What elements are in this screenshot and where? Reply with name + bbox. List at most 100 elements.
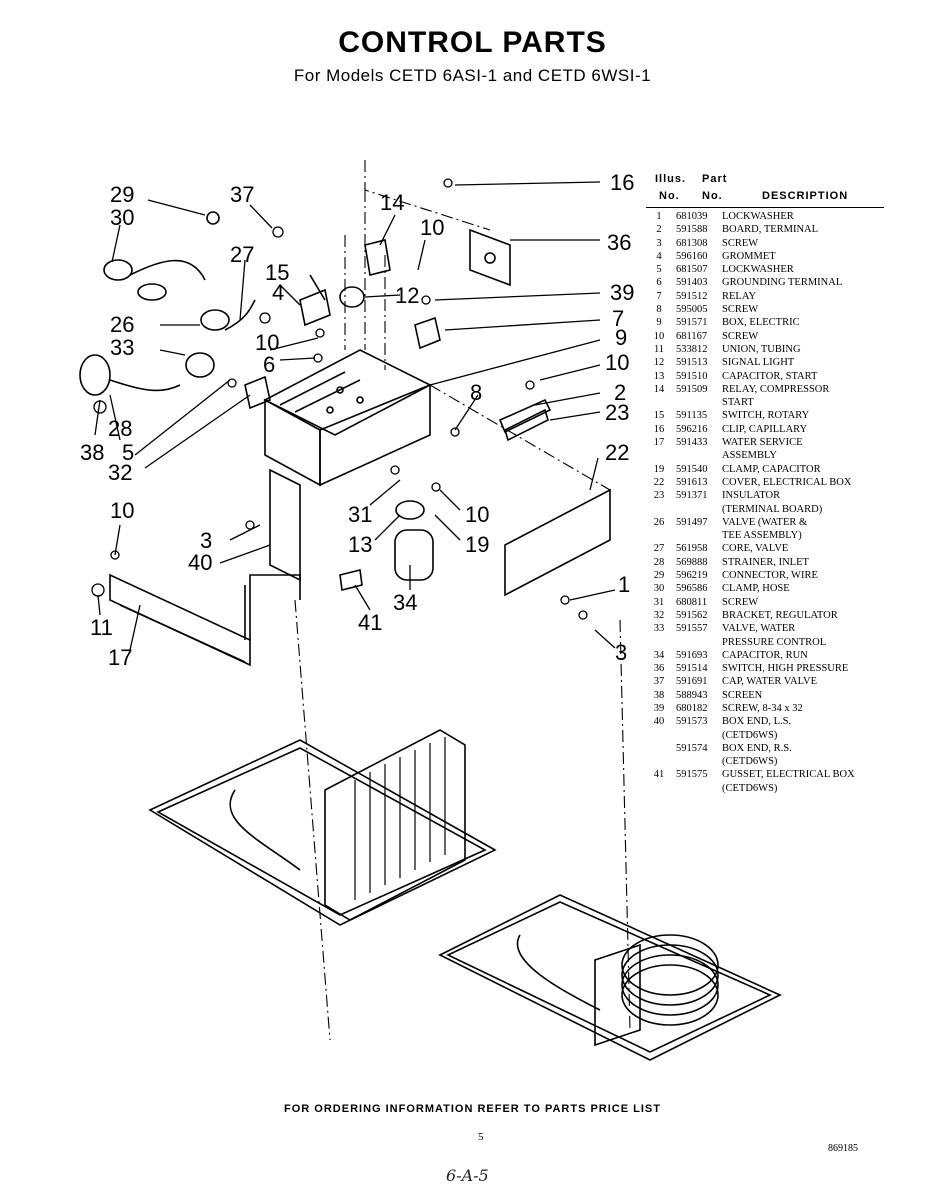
callout-4: 4 xyxy=(272,280,284,305)
part-description: CLAMP, CAPACITOR xyxy=(722,463,821,475)
part-illus-no: 10 xyxy=(653,330,665,342)
handwritten-note: 6-A-5 xyxy=(446,1166,489,1185)
part-number: 591135 xyxy=(676,410,708,422)
part-illus-no: 8 xyxy=(656,304,662,316)
callout-19: 19 xyxy=(465,532,489,557)
callout-6: 6 xyxy=(263,352,275,377)
part-description: CLIP, CAPILLARY xyxy=(722,423,808,435)
callout-40: 40 xyxy=(188,550,212,575)
parts-header-no: No. xyxy=(659,190,680,202)
part-description: CLAMP, HOSE xyxy=(722,583,790,595)
callout-10c: 10 xyxy=(605,350,629,375)
part-illus-no: 11 xyxy=(653,343,665,355)
callout-3b: 3 xyxy=(615,640,627,665)
part-illus-no: 30 xyxy=(653,583,665,595)
callout-11: 11 xyxy=(90,615,113,640)
page-subtitle: For Models CETD 6ASI-1 and CETD 6WSI-1 xyxy=(293,66,652,85)
part-illus-no: 40 xyxy=(653,716,665,728)
parts-header-description: DESCRIPTION xyxy=(762,190,849,202)
part-illus-no: 36 xyxy=(653,663,665,675)
part-number: 591557 xyxy=(676,623,708,635)
part-illus-no: 32 xyxy=(653,609,665,621)
part-description: WATER SERVICE xyxy=(722,437,803,449)
part-illus-no xyxy=(642,782,676,795)
callout-32: 32 xyxy=(108,460,132,485)
callout-13: 13 xyxy=(348,532,372,557)
part-description: SCREW xyxy=(722,237,759,249)
part-description: (CETD6WS) xyxy=(722,782,778,794)
part-illus-no xyxy=(642,755,676,768)
part-description: PRESSURE CONTROL xyxy=(722,636,827,648)
parts-row: ASSEMBLY xyxy=(642,449,882,462)
part-description: INSULATOR xyxy=(722,490,781,502)
page-number: 5 xyxy=(478,1131,484,1143)
part-description: STRAINER, INLET xyxy=(722,556,809,568)
callout-23: 23 xyxy=(605,400,629,425)
callout-10a: 10 xyxy=(420,215,444,240)
part-description: SWITCH, HIGH PRESSURE xyxy=(722,663,849,675)
part-number xyxy=(676,636,722,649)
part-illus-no: 29 xyxy=(653,570,665,582)
part-number: 591509 xyxy=(676,383,708,395)
part-illus-no: 16 xyxy=(653,423,665,435)
part-illus-no: 2 xyxy=(656,224,662,236)
callout-39: 39 xyxy=(610,280,634,305)
base-pan-drawing xyxy=(148,729,497,926)
part-description: SCREW xyxy=(722,304,759,316)
part-number xyxy=(676,729,722,742)
part-description: ASSEMBLY xyxy=(722,450,777,462)
part-illus-no: 33 xyxy=(653,623,665,635)
callout-38: 38 xyxy=(80,440,104,465)
part-description: (CETD6WS) xyxy=(722,756,778,768)
page-title: CONTROL PARTS xyxy=(338,26,607,59)
callout-8: 8 xyxy=(470,380,482,405)
part-description: BOX END, L.S. xyxy=(722,716,792,728)
part-description: CONNECTOR, WIRE xyxy=(722,570,818,582)
callout-30: 30 xyxy=(110,205,134,230)
part-number xyxy=(676,503,722,516)
part-illus-no: 6 xyxy=(656,277,662,289)
part-illus-no: 14 xyxy=(653,383,665,395)
part-description: CORE, VALVE xyxy=(722,543,789,555)
part-number: 591403 xyxy=(676,277,708,289)
part-description: GUSSET, ELECTRICAL BOX xyxy=(722,769,855,781)
part-number: 591574 xyxy=(676,742,708,754)
part-illus-no: 26 xyxy=(653,516,665,528)
part-number: 680182 xyxy=(676,702,708,714)
callout-9: 9 xyxy=(615,325,627,350)
callout-41: 41 xyxy=(358,610,382,635)
part-number xyxy=(676,529,722,542)
callout-2: 2 xyxy=(614,380,626,405)
part-description: BOX END, R.S. xyxy=(722,742,792,754)
ordering-note: FOR ORDERING INFORMATION REFER TO PARTS … xyxy=(284,1103,661,1115)
parts-header-illus: Illus. xyxy=(655,173,687,185)
part-illus-no: 31 xyxy=(653,596,665,608)
electric-box-drawing xyxy=(263,349,432,487)
part-number: 595005 xyxy=(676,304,708,316)
part-illus-no: 39 xyxy=(653,702,665,714)
part-illus-no xyxy=(642,742,676,755)
part-number: 591540 xyxy=(676,463,708,475)
callout-34: 34 xyxy=(393,590,417,615)
callout-22: 22 xyxy=(605,440,629,465)
